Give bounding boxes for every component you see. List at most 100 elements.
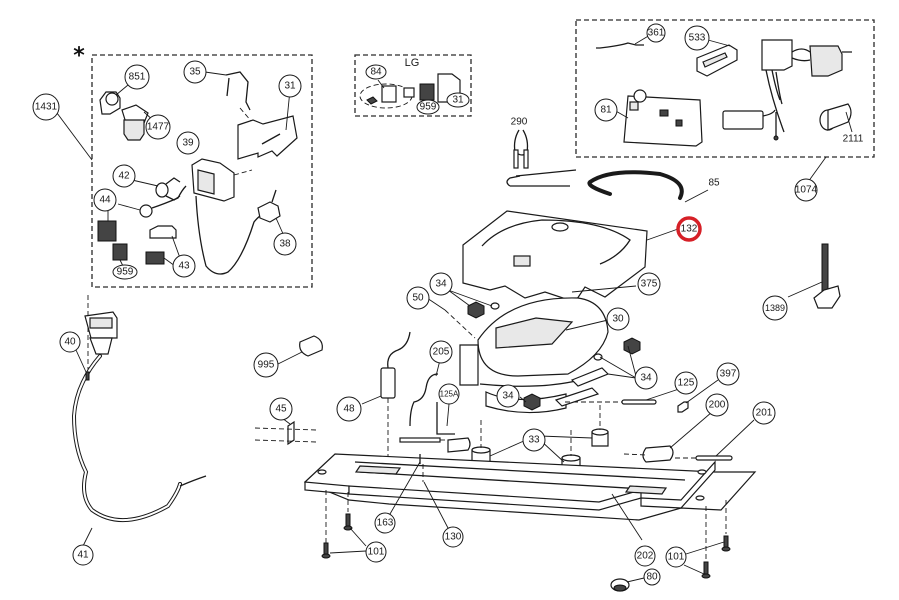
part-31-cover <box>237 89 298 160</box>
callout-50[interactable]: 50 <box>406 286 430 310</box>
svg-text:41: 41 <box>77 550 89 561</box>
callout-84[interactable]: 84 <box>365 64 387 80</box>
callout-101-right[interactable]: 101 <box>665 546 687 568</box>
part-38-plug <box>257 189 285 237</box>
callout-125[interactable]: 125 <box>674 371 698 395</box>
part-959-relay <box>112 243 128 269</box>
svg-text:38: 38 <box>279 239 291 250</box>
callout-959[interactable]: 959 <box>112 264 138 280</box>
part-361-thermistor-wire <box>596 34 651 49</box>
svg-text:81: 81 <box>600 105 612 116</box>
svg-text:45: 45 <box>275 404 287 415</box>
callout-1477[interactable]: 1477 <box>145 114 171 140</box>
part-34-grommets <box>447 289 641 411</box>
svg-text:50: 50 <box>412 293 424 304</box>
svg-text:1074: 1074 <box>795 185 818 196</box>
svg-text:34: 34 <box>502 391 514 402</box>
callout-397[interactable]: 397 <box>716 362 740 386</box>
callout-201[interactable]: 201 <box>752 401 776 425</box>
callout-361[interactable]: 361 <box>646 23 666 43</box>
part-control-module <box>761 39 852 133</box>
callout-851[interactable]: 851 <box>124 64 150 90</box>
svg-text:533: 533 <box>689 33 706 44</box>
callout-132-highlighted[interactable]: 132 <box>676 216 702 242</box>
part-101-screws-right <box>683 500 731 579</box>
callout-41[interactable]: 41 <box>72 544 94 566</box>
callout-202[interactable]: 202 <box>634 545 656 567</box>
part-201-pin <box>675 419 755 461</box>
callout-43[interactable]: 43 <box>172 254 196 278</box>
callout-44[interactable]: 44 <box>93 188 117 212</box>
callout-959-lg[interactable]: 959 <box>416 99 440 115</box>
part-205-wire <box>409 359 441 427</box>
callout-38[interactable]: 38 <box>273 232 297 256</box>
svg-text:40: 40 <box>64 337 76 348</box>
svg-text:959: 959 <box>420 102 437 113</box>
callout-163[interactable]: 163 <box>374 512 396 534</box>
svg-text:48: 48 <box>343 404 355 415</box>
part-45-bracket <box>254 417 317 446</box>
part-1389-float-switch <box>787 243 841 309</box>
lg-label: LG <box>405 57 420 69</box>
part-44-relay-block <box>97 208 117 242</box>
callout-80[interactable]: 80 <box>643 568 661 586</box>
callout-31[interactable]: 31 <box>278 74 302 98</box>
callout-34-mid[interactable]: 34 <box>496 384 520 408</box>
svg-text:959: 959 <box>117 267 134 278</box>
callout-39[interactable]: 39 <box>176 131 200 155</box>
callout-33[interactable]: 33 <box>522 428 546 452</box>
svg-text:39: 39 <box>182 138 194 149</box>
svg-text:201: 201 <box>756 408 773 419</box>
callout-34-right[interactable]: 34 <box>634 366 658 390</box>
part-42-coil <box>131 177 181 201</box>
callout-1431[interactable]: 1431 <box>32 93 60 121</box>
callout-34-top[interactable]: 34 <box>429 272 453 296</box>
callout-40[interactable]: 40 <box>59 331 81 353</box>
part-202-base-plate <box>303 453 757 541</box>
callout-995[interactable]: 995 <box>253 352 279 378</box>
part-50-screw <box>426 297 476 339</box>
part-125-rod <box>565 387 683 405</box>
svg-text:851: 851 <box>129 72 146 83</box>
svg-text:31: 31 <box>452 95 464 106</box>
part-2111-filter: 2111 <box>819 103 864 145</box>
callout-1074[interactable]: 1074 <box>794 178 818 202</box>
callout-101-left[interactable]: 101 <box>365 541 387 563</box>
part-132-drain-pan <box>462 210 679 303</box>
callout-1389[interactable]: 1389 <box>762 295 788 321</box>
svg-text:80: 80 <box>646 572 658 583</box>
callout-30[interactable]: 30 <box>606 307 630 331</box>
callout-31-lg[interactable]: 31 <box>446 92 470 108</box>
svg-text:84: 84 <box>370 67 382 78</box>
label-290: 290 <box>511 117 528 128</box>
callout-533[interactable]: 533 <box>684 25 710 51</box>
svg-text:361: 361 <box>648 28 665 39</box>
svg-text:397: 397 <box>720 369 737 380</box>
part-995-bushing <box>277 335 323 365</box>
callout-48[interactable]: 48 <box>336 396 362 422</box>
svg-text:34: 34 <box>640 373 652 384</box>
svg-text:101: 101 <box>368 547 385 558</box>
callout-125A[interactable]: 125A <box>438 383 460 405</box>
svg-text:33: 33 <box>528 435 540 446</box>
part-41-power-cord <box>71 295 207 547</box>
callout-130[interactable]: 130 <box>442 526 464 548</box>
svg-text:30: 30 <box>612 314 624 325</box>
callout-45[interactable]: 45 <box>269 397 293 421</box>
part-run-capacitor <box>722 109 779 141</box>
svg-text:995: 995 <box>258 360 275 371</box>
part-851-relay <box>99 84 129 115</box>
callout-42[interactable]: 42 <box>112 164 136 188</box>
callout-200[interactable]: 200 <box>705 393 729 417</box>
svg-text:31: 31 <box>284 81 296 92</box>
svg-text:202: 202 <box>637 551 654 562</box>
callout-375[interactable]: 375 <box>637 272 661 296</box>
svg-text:132: 132 <box>681 224 698 235</box>
part-85-gasket: 85 <box>587 170 720 203</box>
label-2111: 2111 <box>843 134 864 145</box>
callout-81[interactable]: 81 <box>594 98 618 122</box>
kit-box-1431: * <box>56 44 313 288</box>
callout-205[interactable]: 205 <box>429 340 453 364</box>
callout-35[interactable]: 35 <box>183 60 207 84</box>
